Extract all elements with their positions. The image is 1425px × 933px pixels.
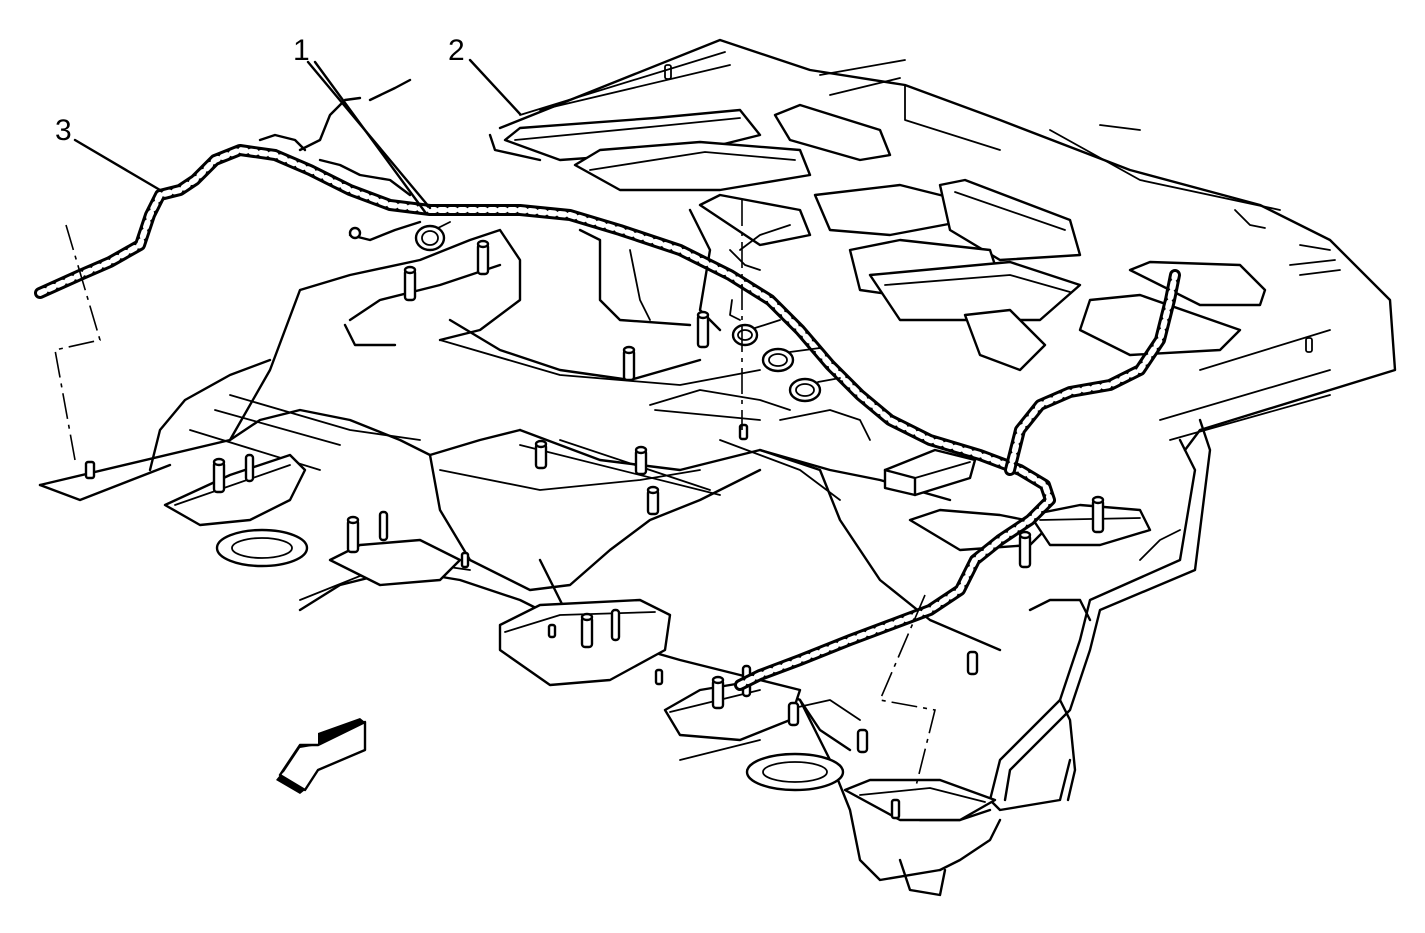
- wiring-harness: [34, 78, 1181, 691]
- front-direction-arrow-icon: [276, 718, 367, 794]
- harness-connector: [414, 221, 451, 252]
- callout-3-label: 3: [55, 114, 72, 147]
- center-lines: [54, 200, 936, 791]
- harness-connector: [761, 347, 821, 373]
- callouts: 1 2 3: [55, 34, 522, 214]
- harness-connector: [788, 377, 841, 403]
- mounting-studs: [84, 239, 1105, 820]
- harness-connector: [731, 319, 781, 347]
- callout-2-label: 2: [448, 34, 465, 67]
- module-box: [883, 448, 977, 497]
- rear-floor-panel: [488, 38, 1397, 452]
- callout-1-label: 1: [293, 34, 310, 67]
